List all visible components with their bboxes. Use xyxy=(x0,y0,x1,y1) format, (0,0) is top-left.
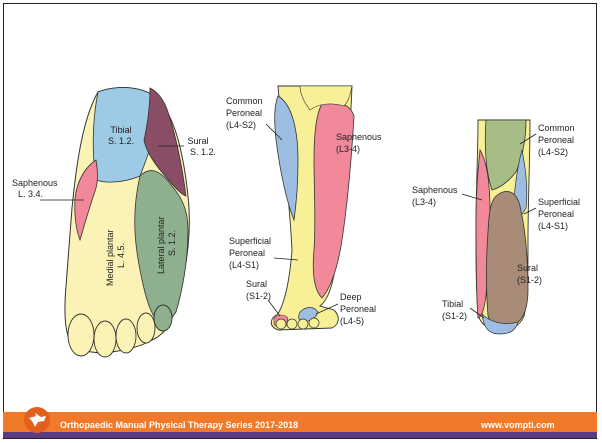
back-saphenous-line2: (L3-4) xyxy=(412,197,436,207)
front-saphenous-line2: (L3-4) xyxy=(336,144,360,154)
front-sural-label: Sural (S1-2) xyxy=(246,279,271,301)
front-deep-peroneal-line2: Peroneal xyxy=(340,304,376,314)
front-toe xyxy=(298,319,308,329)
back-superficial-peroneal-line2: Peroneal xyxy=(538,209,574,219)
foot-toe xyxy=(116,319,136,353)
front-deep-peroneal-line3: (L4-5) xyxy=(340,316,364,326)
foot-toe xyxy=(68,314,94,356)
front-common-peroneal-label: Common Peroneal (L4-S2) xyxy=(226,96,265,130)
back-sural-line1: Sural xyxy=(517,263,538,273)
back-saphenous-line1: Saphenous xyxy=(412,185,458,195)
footer-title: Orthopaedic Manual Physical Therapy Seri… xyxy=(60,420,298,430)
front-deep-peroneal-line1: Deep xyxy=(340,292,362,302)
back-tibial-line1: Tibial xyxy=(442,299,463,309)
back-common-peroneal-line1: Common xyxy=(538,123,575,133)
back-common-peroneal-line3: (L4-S2) xyxy=(538,147,568,157)
front-sural-leader xyxy=(268,300,280,316)
foot-medial-plantar-label: Medial plantar xyxy=(105,229,115,286)
front-superficial-peroneal-label: Superficial Peroneal (L4-S1) xyxy=(229,236,274,270)
foot-tibial-label: Tibial xyxy=(110,125,131,135)
foot-lateral-plantar-label: Lateral plantar xyxy=(156,216,166,274)
back-superficial-peroneal-label: Superficial Peroneal (L4-S1) xyxy=(538,197,583,231)
foot-saphenous-label: Saphenous xyxy=(12,178,58,188)
foot-toe xyxy=(137,313,155,343)
front-toe xyxy=(309,318,319,328)
foot-medial-plantar-roots: L. 4.5. xyxy=(116,243,126,268)
front-superficial-peroneal-line2: Peroneal xyxy=(229,248,265,258)
front-superficial-peroneal-line3: (L4-S1) xyxy=(229,260,259,270)
foot-lateral-plantar-roots: S. 1.2. xyxy=(167,230,177,256)
front-common-peroneal-line3: (L4-S2) xyxy=(226,120,256,130)
posterior-leg xyxy=(476,120,530,334)
front-saphenous-line1: Saphenous xyxy=(336,132,382,142)
front-sural-line2: (S1-2) xyxy=(246,291,271,301)
back-common-peroneal-line2: Peroneal xyxy=(538,135,574,145)
front-deep-peroneal-label: Deep Peroneal (L4-5) xyxy=(340,292,379,326)
foot-tibial-roots: S. 1.2. xyxy=(108,136,134,146)
back-sural-line2: (S1-2) xyxy=(517,275,542,285)
back-tibial-label: Tibial (S1-2) xyxy=(442,299,467,321)
back-tibial-line2: (S1-2) xyxy=(442,311,467,321)
front-superficial-peroneal-line1: Superficial xyxy=(229,236,271,246)
front-common-peroneal-line1: Common xyxy=(226,96,263,106)
footer-url[interactable]: www.vompti.com xyxy=(481,420,555,430)
back-superficial-peroneal-line3: (L4-S1) xyxy=(538,221,568,231)
foot-sural-roots: S. 1.2. xyxy=(190,147,216,157)
foot-saphenous-roots: L. 3.4. xyxy=(18,189,43,199)
back-common-peroneal-label: Common Peroneal (L4-S2) xyxy=(538,123,577,157)
foot-sural-label: Sural xyxy=(187,136,208,146)
vompti-logo-icon xyxy=(22,406,52,434)
front-toe xyxy=(287,319,297,329)
front-common-peroneal-line2: Peroneal xyxy=(226,108,262,118)
front-toe xyxy=(276,319,286,329)
front-sural-line1: Sural xyxy=(246,279,267,289)
foot-toe xyxy=(154,305,172,331)
footer-purple-line xyxy=(3,432,597,438)
foot-toe xyxy=(94,321,116,357)
back-superficial-peroneal-line1: Superficial xyxy=(538,197,580,207)
back-saphenous-label: Saphenous (L3-4) xyxy=(412,185,460,207)
